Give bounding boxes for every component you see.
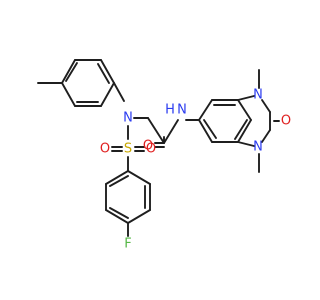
bond (198, 119, 213, 143)
bond (105, 209, 129, 224)
atom-O-sulfonyl-right: O (146, 142, 156, 157)
bond (61, 59, 76, 84)
bond (109, 175, 129, 187)
bonds (37, 59, 280, 237)
atom-O-urea: O (281, 114, 291, 129)
atom-O-sulfonyl-left: O (100, 142, 110, 157)
bond (127, 209, 151, 224)
bond (127, 170, 151, 185)
bond (97, 63, 110, 84)
structure-svg: N N H O S O O F N N O (37, 59, 291, 252)
atom-O-amide: O (143, 139, 153, 154)
atom-N-ring-bottom: N (253, 140, 263, 155)
atom-N-amide: N (177, 103, 187, 118)
atom-S: S (124, 142, 132, 157)
atom-H-amide: H (165, 103, 175, 118)
bond (237, 99, 252, 121)
bond (109, 207, 129, 219)
bond (237, 119, 252, 143)
bond (113, 82, 125, 102)
bond (61, 82, 76, 107)
bond (65, 62, 78, 82)
molecule-diagram: N N H O S O O F N N O (37, 59, 291, 252)
bond (147, 117, 165, 144)
bond (100, 59, 115, 84)
bond (203, 119, 217, 139)
atom-N-ring-top: N (253, 88, 263, 103)
bond (105, 170, 129, 185)
bond (237, 95, 255, 101)
bond (237, 141, 255, 147)
bond (198, 99, 213, 121)
atom-F: F (124, 237, 131, 252)
bond (261, 129, 271, 143)
bond (100, 82, 115, 107)
bond (261, 99, 271, 113)
atom-N-sulfonamide: N (123, 111, 133, 126)
atom-labels: N N H O S O O F N N O (100, 88, 291, 252)
bond (234, 119, 248, 140)
bond (163, 119, 179, 144)
